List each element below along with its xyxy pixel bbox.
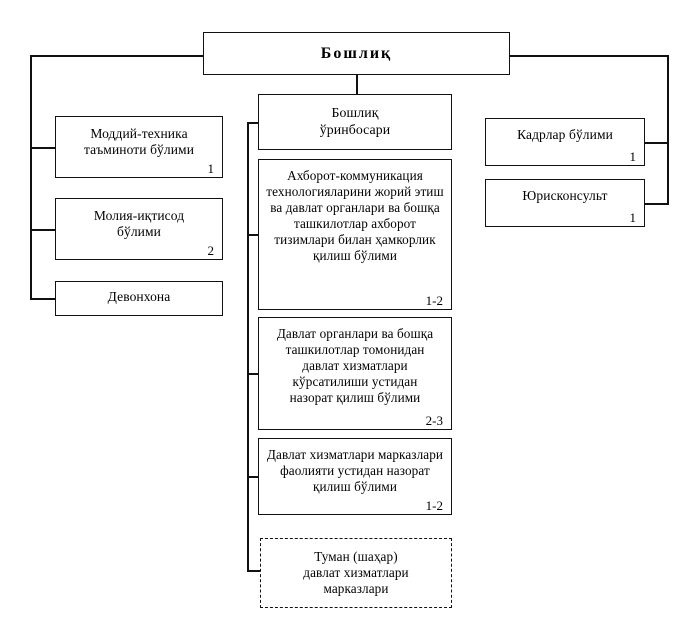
connector-root-to-right bbox=[509, 55, 668, 57]
connector-left-stub-1 bbox=[30, 147, 56, 149]
node-label: Юрисконсульт bbox=[522, 188, 608, 203]
node-label: Давлат хизматлари марказлари фаолияти ус… bbox=[266, 447, 444, 495]
node-hr-department[interactable]: Кадрлар бўлими 1 bbox=[485, 118, 645, 166]
node-count: 1 bbox=[207, 161, 215, 176]
node-chancellery[interactable]: Девонхона bbox=[55, 281, 223, 316]
node-finance-economy[interactable]: Молия-иқтисод бўлими 2 bbox=[55, 198, 223, 260]
node-root-chief[interactable]: Бошлиқ bbox=[203, 32, 510, 75]
node-count: 1-2 bbox=[425, 293, 443, 308]
connector-center-stub-3 bbox=[247, 476, 259, 478]
connector-center-stub-dashed bbox=[247, 570, 261, 572]
connector-left-trunk bbox=[30, 55, 32, 299]
node-district-city-service-centers[interactable]: Туман (шаҳар) давлат хизматлари марказла… bbox=[260, 538, 452, 608]
node-public-services-oversight-department[interactable]: Давлат органлари ва бошқа ташкилотлар то… bbox=[258, 317, 452, 430]
node-label: Ахборот-коммуникация технологияларини жо… bbox=[266, 168, 444, 264]
connector-root-to-deputy bbox=[356, 74, 358, 95]
node-label: Давлат органлари ва бошқа ташкилотлар то… bbox=[276, 326, 434, 406]
node-count: 1 bbox=[629, 210, 637, 225]
connector-center-trunk bbox=[247, 122, 249, 570]
node-label: Туман (шаҳар) давлат хизматлари марказла… bbox=[303, 548, 409, 597]
connector-left-stub-3 bbox=[30, 298, 56, 300]
node-service-centers-control-department[interactable]: Давлат хизматлари марказлари фаолияти ус… bbox=[258, 438, 452, 515]
node-count: 1 bbox=[629, 149, 637, 164]
connector-root-to-left bbox=[30, 55, 204, 57]
connector-left-stub-2 bbox=[30, 229, 56, 231]
node-legal-counsel[interactable]: Юрисконсульт 1 bbox=[485, 179, 645, 227]
node-count: 1-2 bbox=[425, 498, 443, 513]
node-label: Кадрлар бўлими bbox=[517, 127, 613, 142]
node-ict-implementation-department[interactable]: Ахборот-коммуникация технологияларини жо… bbox=[258, 159, 452, 310]
node-count: 2 bbox=[207, 243, 215, 258]
node-count: 2-3 bbox=[425, 413, 443, 428]
node-label: Моддий-техника таъминоти бўлими bbox=[83, 126, 195, 158]
connector-right-stub-2 bbox=[644, 203, 669, 205]
node-material-technical-supply[interactable]: Моддий-техника таъминоти бўлими 1 bbox=[55, 116, 223, 178]
node-deputy-chief[interactable]: Бошлиқ ўринбосари bbox=[258, 94, 452, 150]
node-root-label: Бошлиқ bbox=[320, 44, 393, 62]
connector-center-stub-1 bbox=[247, 234, 259, 236]
connector-right-stub-1 bbox=[644, 142, 669, 144]
connector-deputy-stub bbox=[247, 122, 259, 124]
node-label: Девонхона bbox=[107, 289, 171, 304]
node-label: Бошлиқ ўринбосари bbox=[319, 105, 391, 137]
connector-center-stub-2 bbox=[247, 373, 259, 375]
node-label: Молия-иқтисод бўлими bbox=[93, 208, 185, 240]
connector-right-trunk bbox=[667, 55, 669, 203]
